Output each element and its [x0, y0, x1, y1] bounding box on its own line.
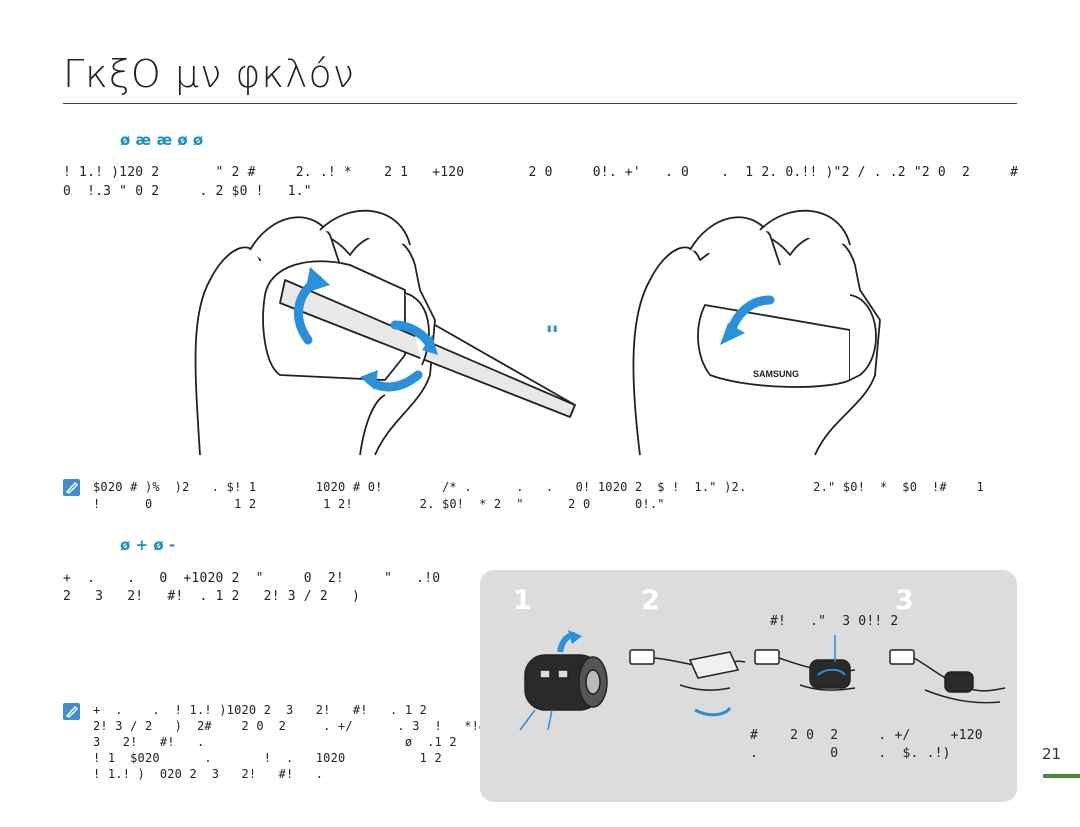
note-icon — [63, 479, 80, 496]
section-heading-strap: ø æ æ ø ø — [120, 131, 204, 149]
left-hand-illustration — [194, 209, 576, 456]
section-heading-core: ø + ø - — [120, 536, 176, 554]
panel-caption-line: # 2 0 2 . +/ +120 — [750, 728, 983, 743]
grip-belt-illustration: SAMSUNG " — [194, 209, 881, 456]
ferrite-core-icon — [524, 654, 608, 711]
page-number: 21 — [1042, 745, 1062, 763]
arrow-symbol: " — [545, 321, 559, 349]
section-body-line: ! 1.! )120 2 " 2 # 2. .! * 2 1 +120 2 0 … — [63, 165, 1019, 180]
section-body-line: 2 3 2! #! . 1 2 2! 3 / 2 ) — [63, 589, 360, 604]
arrowhead-icon — [305, 267, 745, 390]
section-body-line: + . . 0 +1020 2 " 0 2! " .!0 " — [63, 571, 513, 586]
usb-cable-icon — [754, 649, 856, 691]
note-text-line: ! 1.! ) 020 2 3 2! #! . — [93, 767, 324, 781]
title-divider — [63, 103, 1017, 104]
note-text-line: + . . ! 1.! )1020 2 3 2! #! . 1 2 — [93, 703, 428, 717]
note-icon — [63, 703, 80, 720]
usb-cable-icon — [629, 649, 746, 691]
note-text-line: 2! 3 / 2 ) 2# 2 0 2 . +/ . 3 ! *!& . ) 2 — [93, 719, 539, 733]
note-text-line: 3 2! #! . ø .1 2 ." — [93, 735, 524, 749]
step-number: 1 — [513, 585, 532, 616]
panel-label: #! ." 3 0!! 2 — [770, 614, 899, 629]
core-steps-illustration — [519, 630, 1006, 731]
brand-label: SAMSUNG — [753, 369, 799, 379]
page-marker-bar — [1043, 774, 1080, 778]
step-number: 2 — [641, 585, 660, 616]
panel-caption-line: . 0 . $. .!) — [750, 746, 951, 761]
step-number: 3 — [895, 585, 914, 616]
section-body-line: 0 !.3 " 0 2 . 2 $0 ! 1." — [63, 184, 312, 199]
note-text-line: $020 # )% )2 . $! 1 1020 # 0! /* . . . 0… — [93, 480, 984, 494]
note-text-line: ! 0 1 2 1 2! 2. $0! * 2 " 2 0 0!." — [93, 497, 665, 511]
page-title: ΓκξΟ μν φκλόν — [63, 52, 355, 96]
usb-cable-icon — [889, 649, 1006, 704]
right-hand-illustration — [632, 209, 881, 456]
